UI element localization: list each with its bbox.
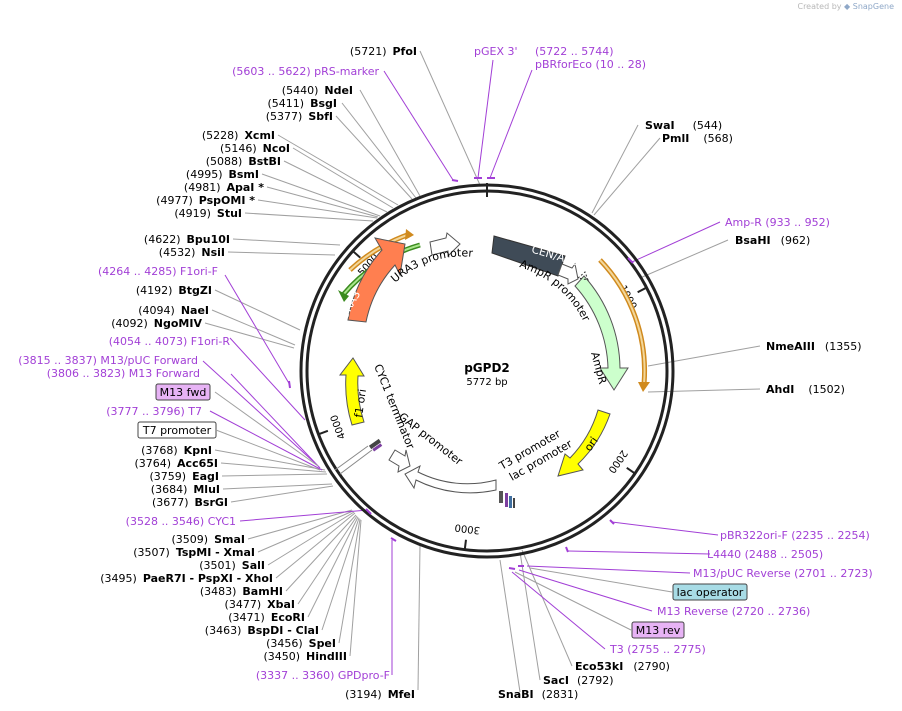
site-smai: (3509)SmaI (172, 533, 245, 546)
primer-m13-reverse: M13 Reverse (2720 .. 2736) (657, 605, 810, 618)
snapgene-logo-icon: ◆ (844, 2, 851, 11)
site-bsrgi: (3677)BsrGI (152, 496, 228, 509)
site-saci: SacI(2792) (543, 674, 614, 687)
site-spei: (3456)SpeI (266, 637, 336, 650)
site-sali: (3501)SalI (199, 559, 265, 572)
ruler-label: 3000 (454, 521, 481, 535)
site-pfoi: (5721)PfoI (350, 45, 417, 58)
site-sbfi: (5377)SbfI (266, 110, 333, 123)
cyc1-marks (368, 438, 383, 452)
lac-operator-marks (499, 491, 515, 508)
site-ahdi: AhdI(1502) (766, 383, 845, 396)
primer-leader-lines (202, 59, 721, 675)
ruler-tick (319, 429, 329, 435)
site-hindiii: (3450)HindIII (263, 650, 347, 663)
box-m13-fwd: M13 fwd (160, 386, 207, 399)
site-nmeaiii: NmeAIII(1355) (766, 340, 862, 353)
feature-cyc1-terminator (388, 449, 411, 473)
site-nsii: (4532)NsiI (159, 246, 225, 259)
boxed-labels: M13 fwd T7 promoter lac operator M13 rev (137, 383, 748, 639)
feature-ura3 (347, 237, 406, 323)
site-swai: SwaI(544) (645, 119, 722, 132)
site-bsgi: (5411)BsgI (268, 97, 337, 110)
ruler-tick (637, 287, 647, 294)
primer-f1ori-f: (4264 .. 4285) F1ori-F (98, 265, 218, 278)
feature-cen-ars (491, 235, 566, 277)
ruler-label: 2000 (606, 448, 630, 475)
site-acc65i: (3764)Acc65I (134, 457, 218, 470)
primer-cyc1: (3528 .. 3546) CYC1 (126, 515, 236, 528)
primer-pbrforeco: pBRforEco (10 .. 28) (535, 58, 646, 71)
label-ampr: AmpR (588, 350, 609, 385)
site-bspdi: (3463)BspDI - ClaI (205, 624, 319, 637)
site-mlui: (3684)MluI (151, 483, 220, 496)
primer-gpdpro-f: (3337 .. 3360) GPDpro-F (256, 669, 390, 682)
site-stui: (4919)StuI (174, 207, 242, 220)
site-snabi: SnaBI(2831) (498, 688, 578, 701)
ruler-tick (463, 539, 467, 549)
site-kpni: (3768)KpnI (141, 444, 212, 457)
site-mfei: (3194)MfeI (345, 688, 415, 701)
site-bsmi: (4995)BsmI (186, 168, 259, 181)
restriction-sites-right: SwaI(544) PmlI(568) BsaHI(962) NmeAIII(1… (498, 119, 862, 701)
ruler-tick (626, 466, 635, 474)
primer-m13-puc-forward: (3815 .. 3837) M13/pUC Forward (18, 354, 198, 367)
site-bpu10i: (4622)Bpu10I (144, 233, 230, 246)
site-xcmi: (5228)XcmI (202, 129, 275, 142)
site-bsahi: BsaHI(962) (735, 234, 810, 247)
ruler-tick (352, 250, 361, 259)
plasmid-backbone (299, 183, 675, 559)
restriction-sites-left: (5721)PfoI (5440)NdeI (5411)BsgI (5377)S… (100, 45, 417, 701)
primer-m13-puc-reverse: M13/pUC Reverse (2701 .. 2723) (693, 567, 873, 580)
site-eco53ki: Eco53kI(2790) (575, 660, 670, 673)
plasmid-size: 5772 bp (466, 377, 507, 388)
site-ncoi: (5146)NcoI (220, 142, 290, 155)
site-xbai: (3477)XbaI (225, 598, 295, 611)
snapgene-credit: Created by ◆ SnapGene (797, 2, 894, 11)
site-btgzi: (4192)BtgZI (136, 284, 212, 297)
site-eagi: (3759)EagI (150, 470, 219, 483)
site-bstbi: (5088)BstBI (206, 155, 281, 168)
label-f1-ori: f1 ori (352, 388, 369, 418)
site-bamhi: (3483)BamHI (200, 585, 283, 598)
box-lac-operator: lac operator (677, 586, 744, 599)
box-t7-promoter: T7 promoter (142, 424, 212, 437)
site-paer7i: (3495)PaeR7I - PspXI - XhoI (100, 572, 273, 585)
feature-f1-ori (338, 357, 365, 426)
plasmid-name: pGPD2 (464, 361, 510, 375)
primer-pgex3-range: (5722 .. 5744) (535, 45, 614, 58)
primer-m13-forward: (3806 .. 3823) M13 Forward (47, 367, 200, 380)
primer-prs-marker: (5603 .. 5622) pRS-marker (232, 65, 379, 78)
primer-pgex3: pGEX 3' (474, 45, 518, 58)
box-m13-rev: M13 rev (636, 624, 681, 637)
primer-t3: T3 (2755 .. 2775) (609, 643, 706, 656)
primer-f1ori-r: (4054 .. 4073) F1ori-R (109, 335, 231, 348)
feature-arrows (334, 229, 650, 508)
primer-amp-r: Amp-R (933 .. 952) (725, 216, 830, 229)
site-apai: (4981)ApaI * (184, 181, 264, 194)
site-pmli: PmlI(568) (662, 132, 733, 145)
site-pspomi: (4977)PspOMI * (156, 194, 255, 207)
feature-ori (557, 409, 611, 477)
feature-gap-promoter (404, 464, 497, 494)
primer-t7: (3777 .. 3796) T7 (106, 405, 202, 418)
primer-pbr322ori-f: pBR322ori-F (2235 .. 2254) (720, 529, 870, 542)
site-ndei: (5440)NdeI (282, 84, 353, 97)
site-naei: (4094)NaeI (138, 304, 209, 317)
feature-ampr-promoter (557, 262, 579, 285)
primer-l4440: L4440 (2488 .. 2505) (707, 548, 823, 561)
primer-labels: (5603 .. 5622) pRS-marker pGEX 3' (5722 … (18, 45, 872, 682)
site-ngomiv: (4092)NgoMIV (111, 317, 202, 330)
site-ecori: (3471)EcoRI (228, 611, 305, 624)
feature-ampr (574, 275, 629, 391)
ruler-label: 4000 (329, 413, 348, 441)
site-tspmi: (3507)TspMI - XmaI (133, 546, 255, 559)
feature-ura3-promoter (429, 232, 461, 258)
primer-ticks (288, 177, 634, 570)
label-cyc1-terminator: CYC1 terminator (371, 362, 417, 451)
